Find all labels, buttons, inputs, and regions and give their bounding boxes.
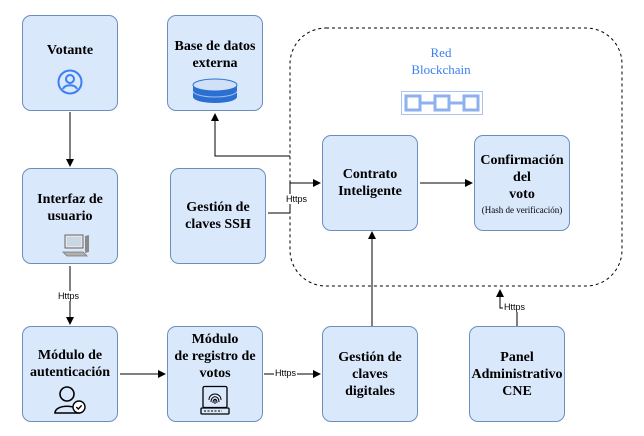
node-votante[interactable]: Votante — [22, 15, 118, 111]
node-modulo-autenticacion[interactable]: Módulo de autenticación — [22, 326, 118, 422]
gestion-ssh-label-line1: Gestión de — [186, 200, 250, 215]
interfaz-label-line2: usuario — [47, 209, 93, 224]
digitales-label-line3: digitales — [345, 383, 395, 399]
confirmacion-label-line3: voto — [509, 187, 535, 202]
auth-label-line1: Módulo de — [37, 348, 103, 363]
digitales-label-line2: claves — [352, 366, 388, 382]
contrato-label-line2: Inteligente — [338, 184, 402, 199]
interfaz-label-line1: Interfaz de — [37, 192, 103, 207]
auth-label-line2: autenticación — [29, 365, 111, 380]
registro-label-line2: de registro de — [174, 349, 256, 364]
database-icon — [192, 78, 238, 103]
panel-label-line1: Panel — [500, 349, 534, 365]
edge-label-ssh-contrato: Https — [285, 194, 309, 204]
gestion-ssh-label-line2: claves SSH — [185, 217, 251, 232]
network-title-line1: Red — [430, 45, 452, 60]
node-panel-administrativo-cne[interactable]: Panel Administrativo CNE — [469, 326, 565, 422]
node-interfaz-de-usuario[interactable]: Interfaz de usuario — [22, 168, 118, 264]
panel-label-line2: Administrativo — [471, 366, 563, 382]
panel-label-line3: CNE — [502, 383, 532, 399]
base-datos-label-line2: externa — [192, 56, 238, 71]
fingerprint-scanner-icon — [200, 385, 230, 415]
edge-label-interfaz-auth: Https — [57, 291, 81, 301]
node-contrato-inteligente[interactable]: Contrato Inteligente — [322, 135, 418, 231]
node-modulo-registro-votos[interactable]: Módulo de registro de votos — [167, 326, 263, 422]
confirmacion-sublabel: (Hash de verificación) — [481, 205, 563, 215]
registro-label-line1: Módulo — [191, 332, 239, 347]
blockchain-chain-icon — [401, 91, 483, 115]
node-confirmacion-del-voto[interactable]: Confirmación del voto (Hash de verificac… — [474, 135, 570, 231]
computer-icon — [62, 234, 89, 257]
votante-label: Votante — [46, 43, 94, 58]
network-title: Red Blockchain — [400, 44, 482, 78]
edge-label-registro-digitales: Https — [274, 368, 298, 378]
blockchain-network-container — [289, 27, 623, 287]
registro-label-line3: votos — [199, 366, 231, 381]
node-gestion-claves-digitales[interactable]: Gestión de claves digitales — [322, 326, 418, 422]
node-gestion-claves-ssh[interactable]: Gestión de claves SSH — [170, 168, 266, 264]
edge-label-panel-network: Https — [503, 302, 527, 312]
network-title-line2: Blockchain — [411, 62, 471, 77]
user-circle-icon — [57, 69, 83, 95]
node-base-de-datos[interactable]: Base de datos externa — [167, 15, 263, 111]
user-check-icon — [54, 386, 86, 414]
edge-network-database — [211, 113, 290, 157]
digitales-label-line1: Gestión de — [338, 349, 402, 365]
confirmacion-label-line1: Confirmación — [480, 153, 564, 168]
base-datos-label-line1: Base de datos — [174, 39, 256, 54]
confirmacion-label-line2: del — [513, 170, 531, 185]
contrato-label-line1: Contrato — [342, 167, 398, 182]
